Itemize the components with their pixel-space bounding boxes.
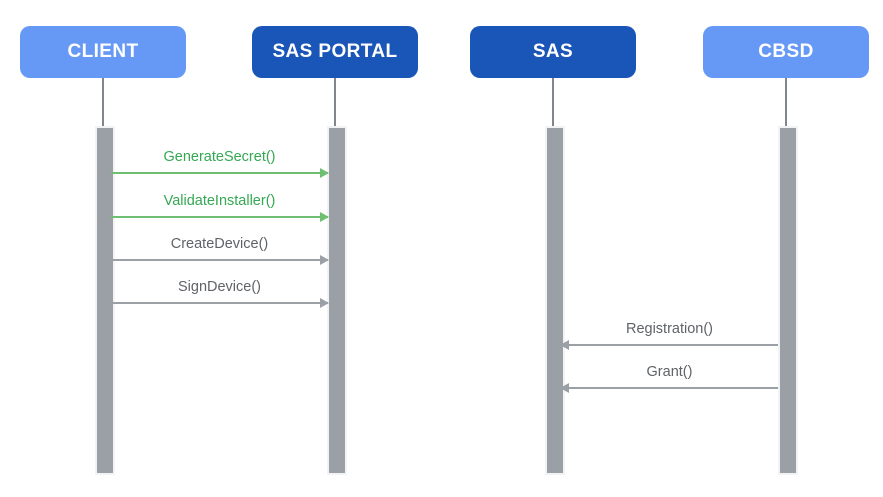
arrowhead-icon (320, 255, 329, 265)
actor-client-box[interactable]: CLIENT (20, 26, 186, 78)
message-line (111, 172, 328, 174)
message-label: GenerateSecret() (163, 149, 276, 165)
actor-sas-label: SAS (532, 41, 574, 62)
message-line (111, 216, 328, 218)
message-line (111, 302, 328, 304)
message-label: Registration() (625, 321, 714, 337)
actor-sas-portal-label: SAS PORTAL (272, 41, 398, 62)
actor-cbsd-label: CBSD (758, 41, 814, 62)
actor-cbsd-box[interactable]: CBSD (703, 26, 869, 78)
message-line (561, 387, 778, 389)
arrowhead-icon (320, 168, 329, 178)
message-label: ValidateInstaller() (163, 193, 276, 209)
lifeline-cbsd (785, 78, 787, 126)
arrowhead-icon (560, 340, 569, 350)
lifeline-client (102, 78, 104, 126)
arrowhead-icon (320, 212, 329, 222)
activation-bar-cbsd (778, 126, 798, 475)
lifeline-sas (552, 78, 554, 126)
message-line (561, 344, 778, 346)
activation-bar-sas (545, 126, 565, 475)
message-label: Grant() (646, 364, 693, 380)
arrowhead-icon (320, 298, 329, 308)
message-label: SignDevice() (178, 279, 261, 295)
actor-sas-portal-box[interactable]: SAS PORTAL (252, 26, 418, 78)
arrowhead-icon (560, 383, 569, 393)
lifeline-sas-portal (334, 78, 336, 126)
message-line (111, 259, 328, 261)
message-label: CreateDevice() (170, 236, 269, 252)
actor-client-label: CLIENT (67, 41, 139, 62)
activation-bar-sas-portal (327, 126, 347, 475)
activation-bar-client (95, 126, 115, 475)
actor-sas-box[interactable]: SAS (470, 26, 636, 78)
